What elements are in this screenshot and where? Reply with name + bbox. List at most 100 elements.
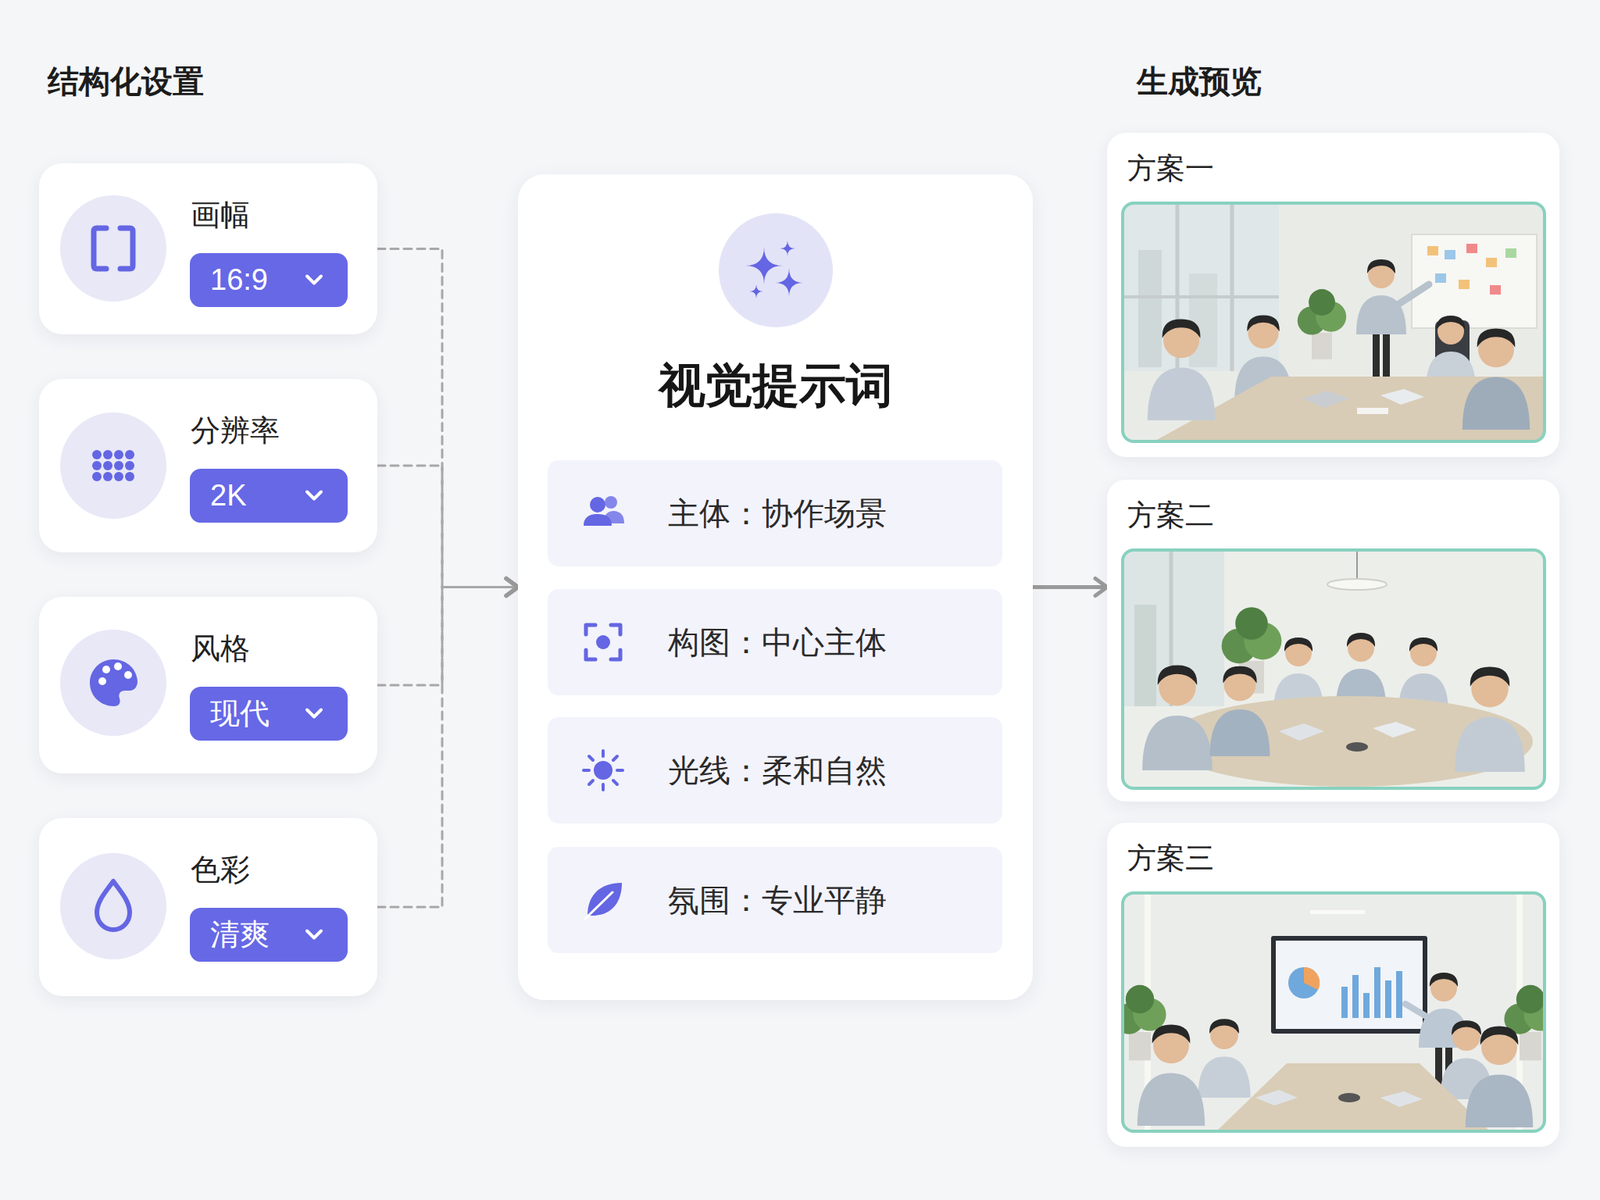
preview-illustration xyxy=(1273,637,1324,713)
preview-illustration xyxy=(1165,696,1533,787)
preview-illustration xyxy=(1425,315,1476,391)
sparkle-icon xyxy=(745,246,783,285)
grid-icon xyxy=(125,460,135,471)
preview-illustration xyxy=(1435,1041,1443,1097)
preview-illustration xyxy=(1303,967,1320,990)
panel-title: 视觉提示词 xyxy=(658,355,893,417)
grid-icon xyxy=(114,460,124,471)
connector-arrow xyxy=(377,587,518,908)
dropdown-pill: 现代 xyxy=(189,686,348,741)
preview-illustration xyxy=(1122,550,1225,707)
prompt-item: 主体：协作场景 xyxy=(667,492,887,534)
preview-card: 方案三 xyxy=(1107,822,1560,1147)
grid-icon xyxy=(125,450,135,460)
dropdown-value: 16:9 xyxy=(210,260,268,300)
setting-card: 色彩清爽 xyxy=(39,817,378,997)
preview-illustration xyxy=(1462,328,1530,430)
grid-icon xyxy=(92,450,102,460)
preview-illustration xyxy=(1189,273,1218,368)
dropdown-chevron xyxy=(307,710,322,718)
dropdown-value: 现代 xyxy=(210,694,270,733)
dropdown-pill: 清爽 xyxy=(189,907,348,962)
dropdown-value: 清爽 xyxy=(210,915,270,954)
preview-illustration xyxy=(1458,279,1470,290)
dropdown-value: 2K xyxy=(210,476,247,515)
preview-illustration xyxy=(1397,284,1429,305)
preview-illustration xyxy=(1122,203,1545,442)
setting-label: 画幅 xyxy=(190,196,250,235)
preview-illustration xyxy=(1221,607,1283,693)
setting-label: 分辨率 xyxy=(190,411,280,450)
connector-arrow xyxy=(377,587,518,686)
grid-icon xyxy=(103,471,113,482)
preview-illustration xyxy=(1435,320,1470,368)
connector-arrow xyxy=(1032,585,1108,590)
grid-icon xyxy=(92,460,102,471)
grid-icon xyxy=(114,450,124,460)
people-icon xyxy=(583,496,625,526)
focus-icon xyxy=(596,635,611,650)
grid-icon xyxy=(60,412,167,519)
sparkle-icon xyxy=(779,240,796,257)
dropdown-pill: 16:9 xyxy=(189,253,348,308)
frame-icon xyxy=(60,195,167,302)
grid-icon xyxy=(92,471,102,482)
setting-label: 色彩 xyxy=(190,850,250,890)
focus-icon xyxy=(585,625,621,660)
palette-icon xyxy=(60,629,167,736)
connector-arrow xyxy=(377,465,518,588)
preview-illustration xyxy=(1122,203,1545,442)
preview-illustration xyxy=(1137,1024,1205,1126)
preview-illustration xyxy=(1372,721,1417,738)
preview-illustration xyxy=(1363,992,1370,1018)
dropdown-chevron xyxy=(307,931,322,939)
connector-arrow xyxy=(377,249,518,588)
preview-illustration xyxy=(1288,967,1320,999)
sun-icon xyxy=(583,768,590,772)
preview-illustration xyxy=(1465,1025,1533,1128)
prompt-row: 氛围：专业平静 xyxy=(547,846,1003,954)
leaf-icon xyxy=(587,882,622,916)
drop-icon xyxy=(60,853,167,960)
preview-illustration xyxy=(1357,407,1389,415)
preview-illustration xyxy=(1444,250,1456,260)
setting-card: 画幅 16:9 xyxy=(39,163,378,335)
setting-label: 风格 xyxy=(190,629,250,668)
sun-icon xyxy=(583,750,623,790)
preview-illustration xyxy=(1197,1018,1250,1098)
preview-illustration xyxy=(1122,550,1545,789)
preview-illustration xyxy=(1454,667,1525,772)
preview-illustration xyxy=(1271,935,1428,1034)
sun-icon xyxy=(613,780,618,785)
preview-illustration xyxy=(1216,1063,1490,1132)
sparkle-icon xyxy=(718,213,833,328)
leaf-icon xyxy=(585,882,622,919)
preview-illustration xyxy=(1122,550,1545,789)
palette-icon xyxy=(60,629,167,736)
preview-illustration xyxy=(1122,295,1279,299)
preview-illustration xyxy=(1122,892,1545,1132)
preview-illustration xyxy=(1297,289,1347,360)
preview-illustration xyxy=(1122,892,1545,1132)
plan-title: 方案二 xyxy=(1127,496,1215,535)
preview-illustration xyxy=(1113,892,1557,1132)
preview-illustration xyxy=(1310,910,1365,915)
setting-card: 风格现代 xyxy=(39,596,378,774)
preview-illustration xyxy=(1503,985,1545,1061)
preview-illustration xyxy=(1439,1020,1493,1100)
dropdown-chevron xyxy=(307,276,322,284)
drop-icon xyxy=(96,881,130,930)
prompt-item: 光线：柔和自然 xyxy=(667,750,887,791)
preview-illustration xyxy=(1516,892,1523,1132)
sun-icon xyxy=(589,780,593,785)
preview-illustration xyxy=(1445,1041,1453,1097)
frame-icon xyxy=(60,195,167,302)
preview-illustration xyxy=(1122,203,1279,372)
preview-illustration xyxy=(1374,967,1381,1018)
preview-illustration xyxy=(1405,1003,1429,1018)
preview-illustration xyxy=(1346,742,1368,752)
drop-icon xyxy=(60,853,167,960)
palette-icon xyxy=(98,677,107,686)
preview-illustration xyxy=(1380,389,1425,405)
